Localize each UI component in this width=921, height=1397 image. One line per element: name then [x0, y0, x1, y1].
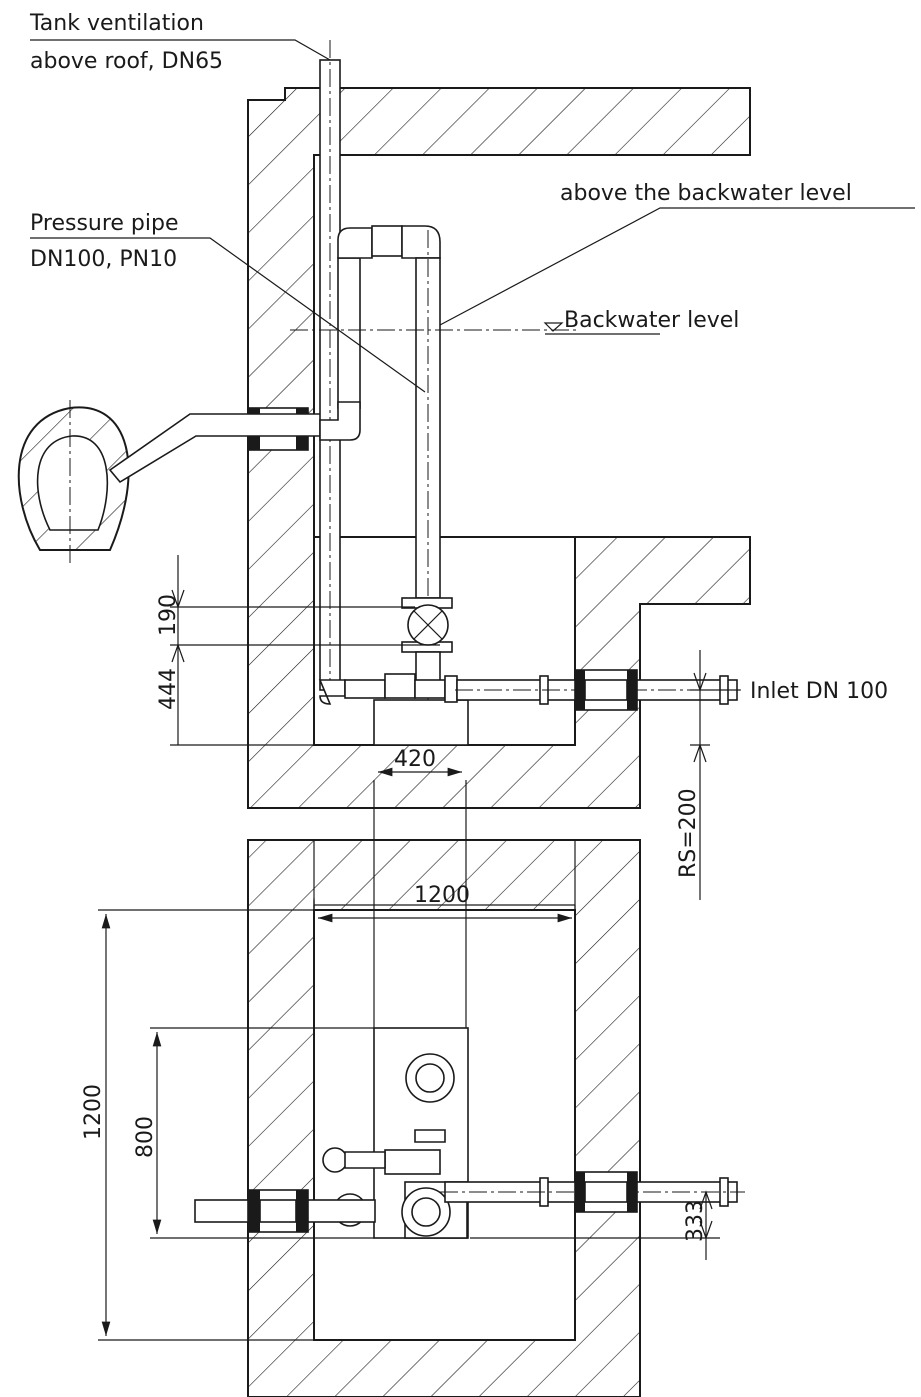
- label-backwater-level: Backwater level: [564, 308, 739, 333]
- pressure-pipe-plan: [194, 1189, 376, 1233]
- dim-label-333: 333: [683, 1200, 708, 1242]
- dim-label-rs200: RS=200: [676, 788, 701, 878]
- dim-label-1200-height: 1200: [81, 1084, 106, 1140]
- label-pressure-pipe-1: Pressure pipe: [30, 211, 179, 236]
- label-above-backwater: above the backwater level: [560, 181, 852, 206]
- dim-label-444: 444: [156, 668, 181, 710]
- dim-333: [470, 1190, 720, 1260]
- label-pressure-pipe-2: DN100, PN10: [30, 247, 177, 272]
- level-symbol: [543, 322, 564, 332]
- dim-height-1200: [98, 909, 314, 1341]
- leader-pressure-pipe: [30, 237, 426, 393]
- pump-unit: [318, 669, 745, 746]
- pump-housing-plan: [322, 1027, 469, 1239]
- dim-label-420: 420: [394, 747, 436, 772]
- plan-view: [98, 767, 745, 1397]
- leader-ventilation: [30, 39, 331, 61]
- label-tank-ventilation-1: Tank ventilation: [29, 11, 204, 36]
- dim-label-1200-width: 1200: [414, 883, 470, 908]
- dim-width-420: [373, 767, 467, 1028]
- dim-height-800: [150, 1027, 374, 1239]
- dim-label-800: 800: [133, 1116, 158, 1158]
- label-tank-ventilation-2: above roof, DN65: [30, 49, 223, 74]
- section-view: [17, 39, 915, 900]
- dim-label-190: 190: [156, 594, 181, 636]
- dim-vertical-left: [170, 555, 440, 746]
- leader-above-backwater: [439, 207, 915, 326]
- pressure-pipe-loop: [319, 225, 441, 700]
- inlet-pipe-plan: [440, 1171, 745, 1213]
- dim-width-1200: [313, 840, 576, 923]
- label-inlet: Inlet DN 100: [750, 679, 888, 704]
- gate-valve: [401, 597, 453, 683]
- sewer-channel: [17, 400, 130, 565]
- dim-rs: [690, 650, 740, 900]
